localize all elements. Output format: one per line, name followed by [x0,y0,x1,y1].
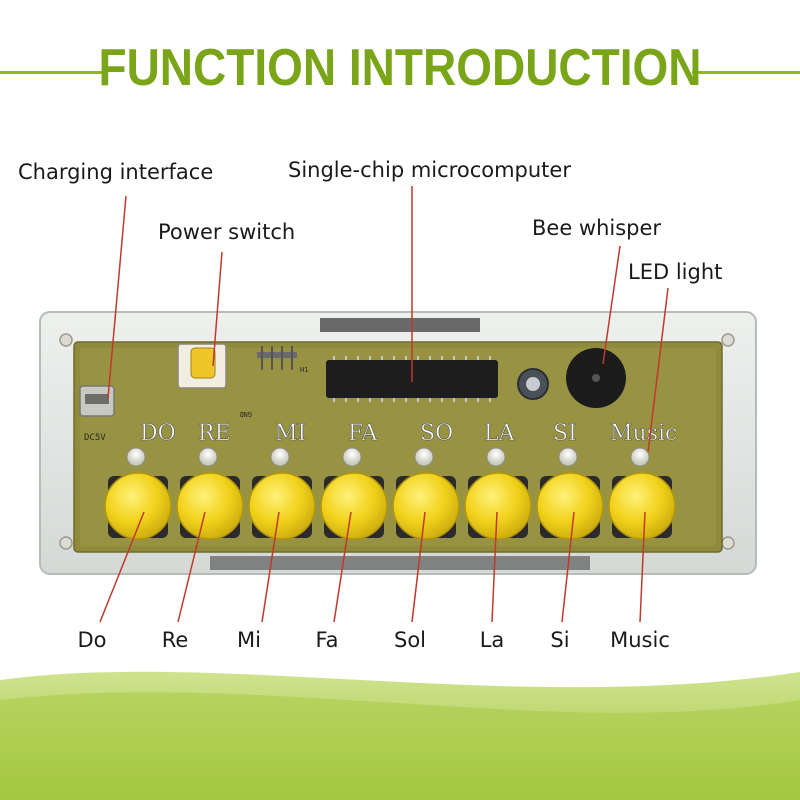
leader-re [177,511,206,623]
title-rule-left [0,71,108,74]
mcu-pins [333,356,491,402]
screws [59,333,735,550]
note-label-si: Si [550,628,570,652]
led-so [414,447,434,467]
leader-si [561,511,575,623]
led-do [126,447,146,467]
leader-do [99,511,145,623]
callout-led-light: LED light [628,260,723,284]
header-name: H1 [300,366,308,374]
button-sol[interactable] [392,472,460,540]
key-label-la: LA [484,421,516,446]
note-label-music: Music [610,628,670,652]
dc-label: DC5V [84,433,106,443]
leader-fa [333,511,352,623]
led-la [486,447,506,467]
led-si [558,447,578,467]
button-si[interactable] [536,472,604,540]
capacitor-top [526,377,540,391]
bottom-wave-front [0,692,800,800]
note-label-fa: Fa [315,628,339,652]
led-fa [342,447,362,467]
key-label-music: Music [610,421,677,446]
callout-single-chip: Single-chip microcomputer [288,158,571,182]
note-label-do: Do [77,628,107,652]
leader-led [647,287,669,453]
key-label-so: SO [420,421,453,446]
buzzer-hole [592,374,600,382]
leds [126,447,650,467]
case-slot-top [320,318,480,332]
led-re [198,447,218,467]
button-fa[interactable] [320,472,388,540]
leader-charging [107,195,127,399]
key-label-si: SI [553,421,577,446]
note-label-la: La [479,628,505,652]
button-la[interactable] [464,472,532,540]
page-title: FUNCTION INTRODUCTION [98,37,702,97]
leader-sol [411,511,426,623]
callout-bee-whisper: Bee whisper [532,216,662,240]
note-label-sol: Sol [393,628,427,652]
button-do[interactable] [104,472,172,540]
leader-mi [261,511,280,623]
key-label-mi: MI [275,421,306,446]
callout-charging-interface: Charging interface [18,160,214,184]
note-label-re: Re [161,628,189,652]
leader-la [491,511,498,623]
leader-power [212,251,223,367]
led-mi [270,447,290,467]
leader-music [639,511,646,623]
key-label-do: DO [140,421,176,446]
case-slot-bottom [210,556,590,570]
leader-buzzer [602,245,621,365]
power-switch-knob [190,347,216,379]
key-labels: DO RE MI FA SO LA SI Music [140,421,678,447]
title-rule-right [692,71,800,74]
header-pin-gnd: GND [239,410,252,418]
button-mi[interactable] [248,472,316,540]
callout-power-switch: Power switch [158,220,296,244]
usb-port-hole [85,394,109,404]
button-re[interactable] [176,472,244,540]
key-label-fa: FA [348,421,378,446]
header-pins [257,346,297,370]
leader-lines [99,186,669,623]
button-music[interactable] [608,472,676,540]
note-label-mi: Mi [237,628,261,652]
led-music [630,447,650,467]
key-label-re: RE [198,421,231,446]
note-buttons [104,472,676,540]
